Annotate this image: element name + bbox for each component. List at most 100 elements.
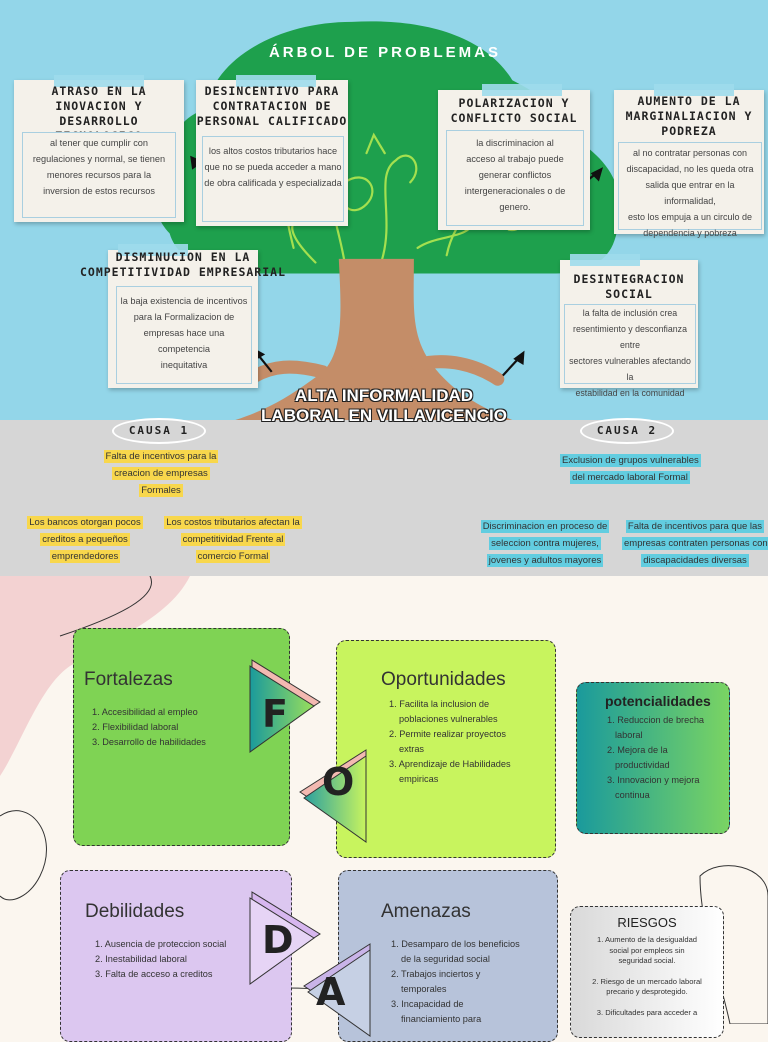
list-item: 1. Reduccion de brecha [607, 715, 705, 725]
card-line: empresas hace una competencia [143, 328, 225, 354]
card-line: estabilidad en la comunidad [575, 388, 685, 398]
list-item: empiricas [399, 774, 439, 784]
card-line: que no se pueda acceder a mano [204, 162, 342, 172]
amenazas-title: Amenazas [381, 901, 471, 922]
card-line: de obra calificada y especializada [204, 178, 342, 188]
card-body: los altos costos tributarios hace que no… [202, 136, 344, 222]
card-line: para la Formalizacion de [133, 312, 235, 322]
card-line: intergeneracionales o de [464, 186, 566, 196]
card-line: al tener que cumplir con [49, 138, 149, 148]
card-line: inversion de estos recursos [43, 186, 155, 196]
problem-card-1: ATRASO EN LA INOVACION Y DESARROLLO TECN… [14, 75, 184, 222]
list-item: 2. Permite realizar proyectos [389, 729, 506, 739]
list-item: temporales [401, 984, 447, 994]
card-line: acceso al trabajo puede [466, 154, 564, 164]
headline-line-1: ALTA INFORMALIDAD [294, 386, 474, 405]
card-body: al tener que cumplir con regulaciones y … [22, 132, 176, 218]
headline-line-2: LABORAL EN VILLAVICENCIO [261, 406, 507, 425]
debilidades-title: Debilidades [85, 901, 185, 922]
list-item: financiamiento para [401, 1014, 482, 1024]
causa-2-label: CAUSA 2 [580, 418, 674, 444]
ground-band [0, 420, 768, 576]
card-line: resentimiento y desconfianza entre [573, 324, 687, 350]
card-heading: AUMENTO DE LA MARGINALIACION Y PODREZA [625, 94, 753, 138]
amenazas-list: 1. Desamparo de los beneficios de la seg… [391, 937, 520, 1027]
tree-trunk [235, 258, 513, 420]
card-line: la baja existencia de incentivos [120, 296, 248, 306]
list-item: 2. Flexibilidad laboral [92, 722, 179, 732]
riesgos-title: RIESGOS [617, 915, 677, 930]
potencialidades-title: potencialidades [605, 693, 711, 709]
list-item: 3. Aprendizaje de Habilidades [389, 759, 511, 769]
causa-1-main: Falta de incentivos para la creacion de … [103, 450, 219, 497]
list-item: 1. Accesibilidad al empleo [92, 707, 198, 717]
card-heading: DISMINUCION EN LA COMPETITIVIDAD EMPRESA… [79, 250, 286, 279]
card-body: la baja existencia de incentivos para la… [116, 286, 252, 384]
problem-card-4: POLARIZACION Y CONFLICTO SOCIAL la discr… [438, 84, 590, 230]
causa-1-sub-2: Los costos tributarios afectan la compet… [164, 516, 302, 563]
card-line: discapacidad, no les queda otra [626, 164, 754, 174]
card-line: genero. [499, 202, 531, 212]
causa-1-label: CAUSA 1 [112, 418, 206, 444]
riesgos-list: 1. Aumento de la desigualdad social por … [575, 935, 719, 1018]
letter-o: O [322, 760, 355, 804]
list-item: 2. Trabajos inciertos y [391, 969, 481, 979]
list-item: seguridad social. [618, 956, 676, 965]
oportunidades-title: Oportunidades [381, 669, 506, 690]
debilidades-list: 1. Ausencia de proteccion social 2. Ines… [95, 937, 226, 982]
card-heading: DESINTEGRACION SOCIAL [573, 272, 685, 301]
tape-strip [482, 84, 562, 96]
card-heading: POLARIZACION Y CONFLICTO SOCIAL [450, 96, 578, 125]
list-spacer [575, 998, 719, 1008]
problem-card-5: AUMENTO DE LA MARGINALIACION Y PODREZA a… [614, 84, 764, 238]
letter-f: F [262, 692, 288, 736]
problem-card-3: DISMINUCION EN LA COMPETITIVIDAD EMPRESA… [80, 244, 285, 388]
list-item: 2. Mejora de la [607, 745, 668, 755]
d-triangle [249, 891, 321, 985]
card-line: salida que entrar en la informalidad, [645, 180, 735, 206]
card-line: dependencia y pobreza [643, 228, 737, 238]
problem-card-6: DESINTEGRACION SOCIAL la falta de inclus… [560, 254, 698, 398]
problem-card-2: DESINCENTIVO PARA CONTRATACION DE PERSON… [196, 75, 348, 226]
causa-2-sub-2: Falta de incentivos para que las empresa… [622, 520, 768, 567]
fortalezas-title: Fortalezas [84, 669, 173, 690]
card-line: menores recursos para la [46, 170, 152, 180]
list-item: 3. Innovacion y mejora [607, 775, 700, 785]
list-item: 1. Facilita la inclusion de [389, 699, 490, 709]
tape-strip [654, 84, 734, 96]
list-item: precario y desprotegido. [606, 987, 688, 996]
o-triangle [299, 749, 367, 843]
fortalezas-list: 1. Accesibilidad al empleo 2. Flexibilid… [92, 705, 206, 750]
tape-strip [54, 75, 144, 87]
list-item: de la seguridad social [401, 954, 490, 964]
card-line: los altos costos tributarios hace [208, 146, 338, 156]
list-item: 3. Incapacidad de [391, 999, 464, 1009]
letter-d: D [262, 918, 294, 962]
causa-1-sub-1: Los bancos otorgan pocos creditos a pequ… [27, 516, 143, 563]
list-item: 1. Aumento de la desigualdad [596, 935, 698, 944]
list-item: continua [615, 790, 650, 800]
card-line: generar conflictos [478, 170, 552, 180]
card-line: esto los empuja a un circulo de [627, 212, 753, 222]
card-body: al no contratar personas con discapacida… [618, 142, 762, 238]
a-triangle [303, 943, 371, 1037]
card-heading: DESINCENTIVO PARA CONTRATACION DE PERSON… [196, 84, 348, 128]
f-triangle [249, 659, 321, 753]
card-line: regulaciones y normal, se tienen [32, 154, 166, 164]
list-spacer [575, 967, 719, 977]
card-line: inequitativa [160, 360, 208, 370]
oportunidades-box: Oportunidades 1. Facilita la inclusion d… [336, 640, 556, 858]
list-item: 2. Inestabilidad laboral [95, 954, 187, 964]
potencialidades-list: 1. Reduccion de brecha laboral 2. Mejora… [607, 713, 704, 803]
card-body: la falta de inclusión crea resentimiento… [564, 304, 696, 398]
list-item: 3. Dificultades para acceder a [596, 1007, 698, 1017]
amenazas-box: Amenazas 1. Desamparo de los beneficios … [338, 870, 558, 1042]
tree-title: ÁRBOL DE PROBLEMAS [268, 44, 502, 61]
list-item: 3. Desarrollo de habilidades [92, 737, 206, 747]
list-item: social por empleos sin [609, 945, 685, 955]
riesgos-box: RIESGOS 1. Aumento de la desigualdad soc… [570, 906, 724, 1038]
tape-strip [236, 75, 316, 87]
list-item: extras [399, 744, 425, 754]
tape-strip [118, 244, 188, 256]
list-item: poblaciones vulnerables [399, 714, 498, 724]
